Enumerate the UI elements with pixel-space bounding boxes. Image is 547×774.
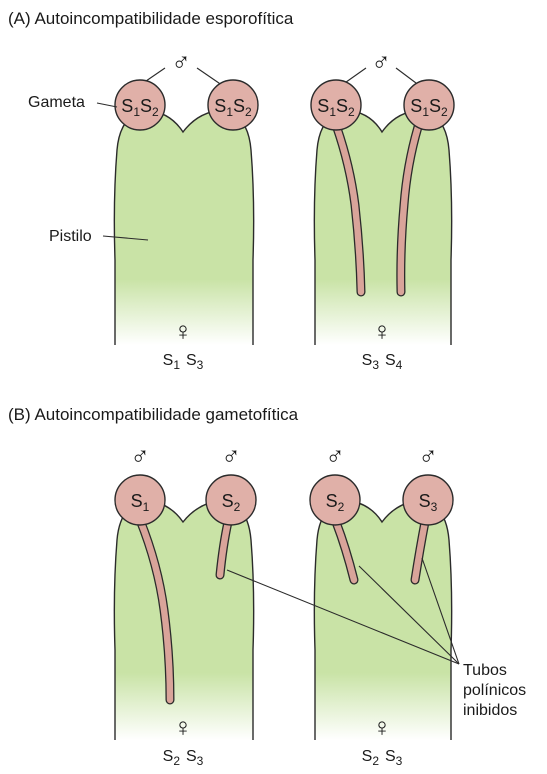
- male-symbol: ♂: [371, 47, 391, 77]
- pistil: [114, 500, 253, 740]
- male-symbol: ♂: [418, 441, 438, 471]
- male-symbol: ♂: [171, 47, 191, 77]
- male-symbol: ♂: [130, 441, 150, 471]
- gamete-leader: [97, 103, 117, 107]
- pistil: [314, 500, 451, 740]
- female-symbol: ♀: [173, 712, 193, 742]
- inhibited-tubes-label-line1: Tubos: [463, 662, 507, 679]
- pistil: [114, 110, 253, 345]
- inhibited-tubes-label-line3: inibidos: [463, 702, 517, 719]
- panel-b-title: (B) Autoincompatibilidade gametofítica: [8, 405, 299, 424]
- inhibited-tubes-label-line2: polínicos: [463, 682, 526, 699]
- female-symbol: ♀: [372, 316, 392, 346]
- male-symbol: ♂: [221, 441, 241, 471]
- female-symbol: ♀: [173, 316, 193, 346]
- male-symbol: ♂: [325, 441, 345, 471]
- pistil-label: Pistilo: [49, 228, 92, 245]
- panel-a-title: (A) Autoincompatibilidade esporofítica: [8, 9, 294, 28]
- gamete-label: Gameta: [28, 94, 85, 111]
- pistil: [314, 110, 451, 345]
- female-symbol: ♀: [372, 712, 392, 742]
